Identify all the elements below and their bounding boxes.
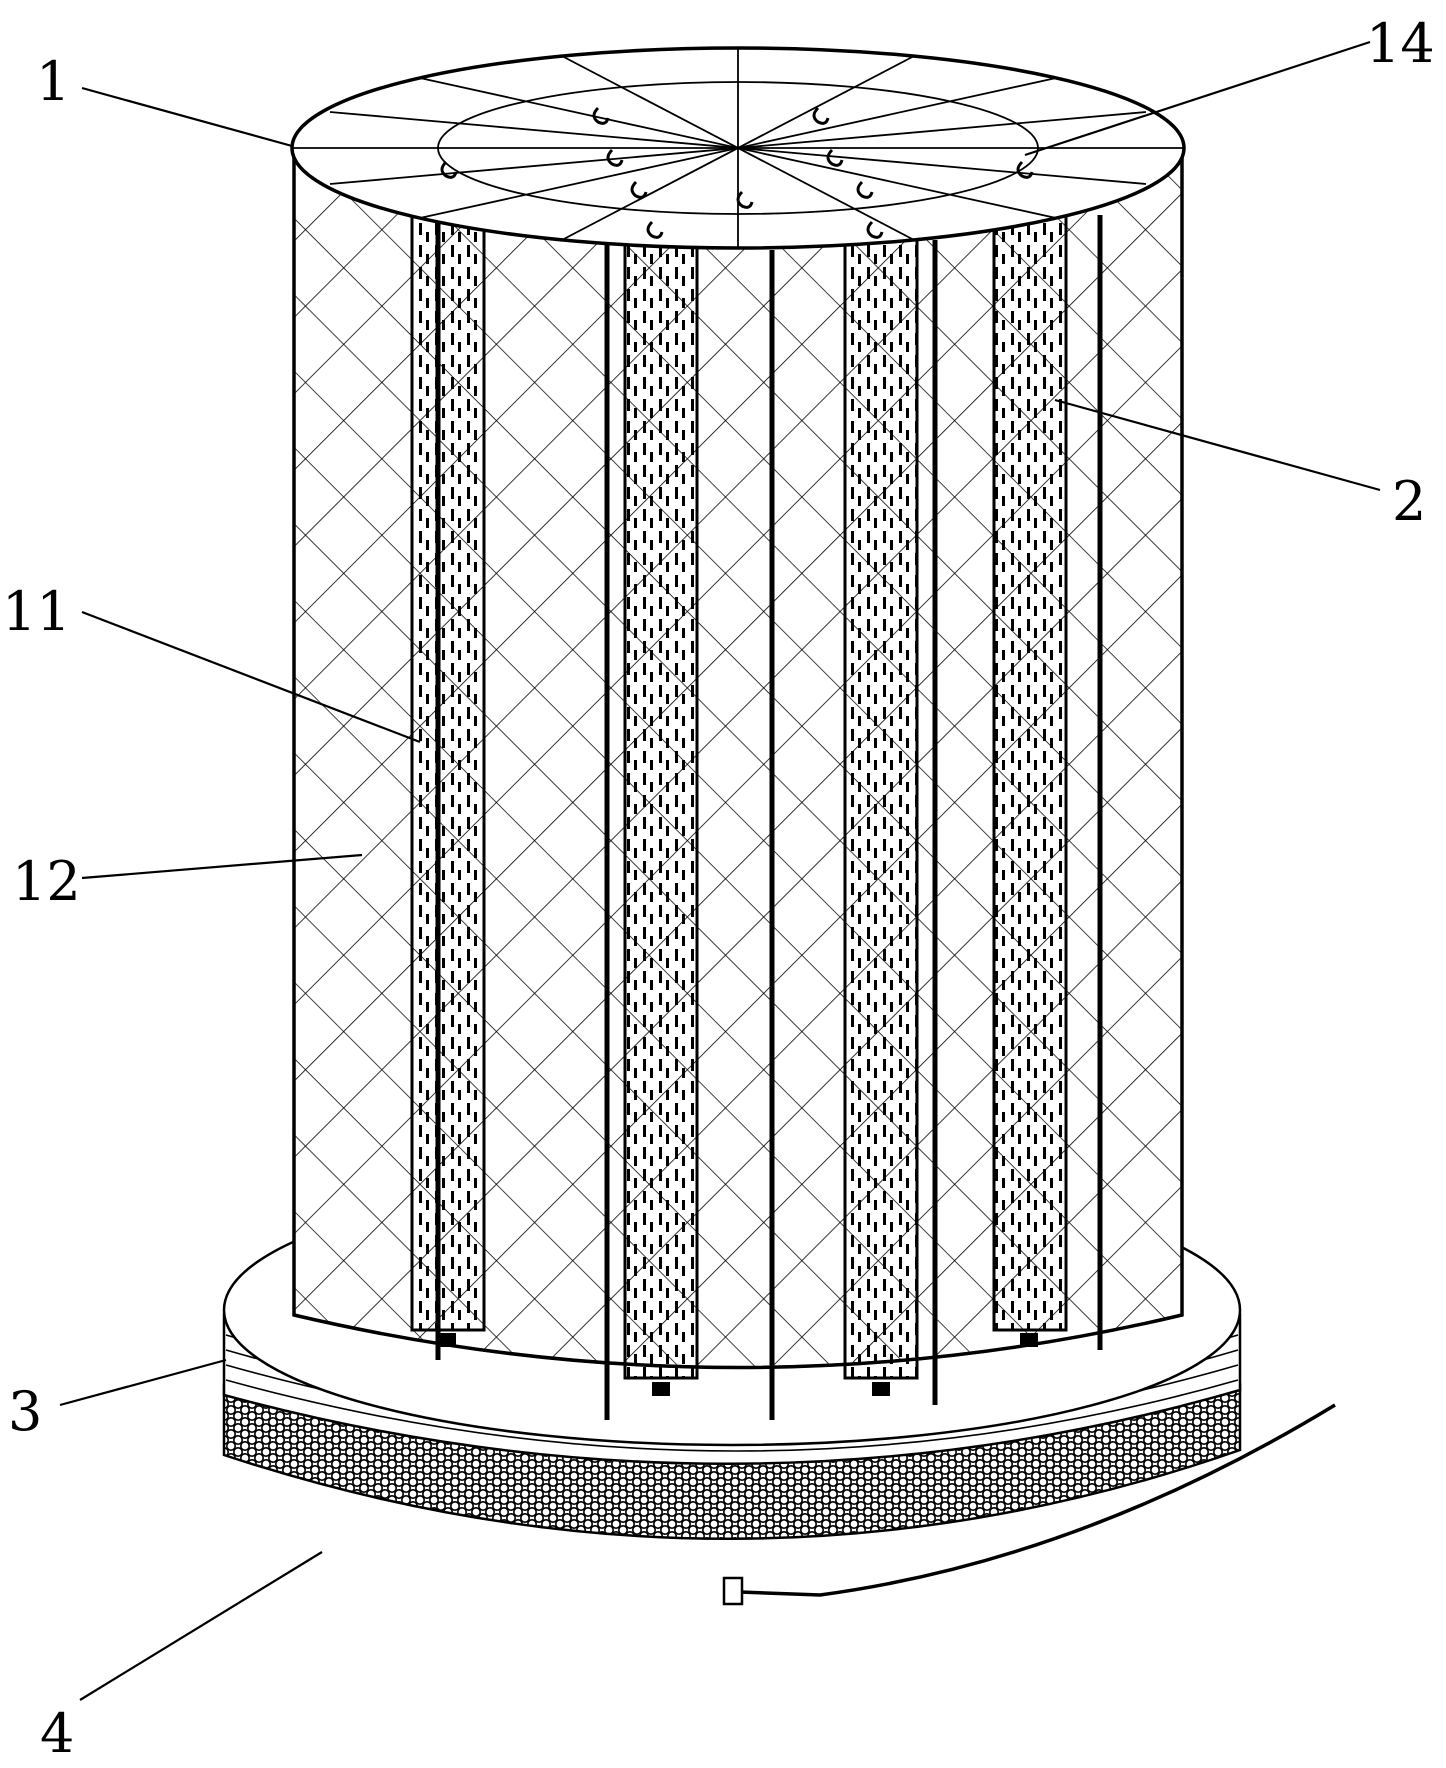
outlet-pipe bbox=[739, 1403, 1336, 1597]
perforated-tube bbox=[623, 217, 699, 1396]
label-3: 3 bbox=[8, 1380, 42, 1443]
leader-lines bbox=[59, 40, 1381, 1701]
perforated-tube bbox=[410, 159, 486, 1347]
reference-labels: 1 14 2 11 12 3 4 bbox=[2, 12, 1435, 1765]
label-11: 11 bbox=[2, 580, 71, 643]
top-lid bbox=[290, 46, 1186, 250]
lid-hooks bbox=[440, 106, 1034, 239]
lid-spokes bbox=[292, 48, 1184, 248]
mesh-cylinder bbox=[292, 147, 1184, 1420]
cylinder-bottom-edge bbox=[293, 1313, 1183, 1369]
perforated-tube bbox=[843, 217, 919, 1396]
label-2: 2 bbox=[1392, 470, 1426, 533]
label-14: 14 bbox=[1366, 12, 1435, 75]
label-1: 1 bbox=[36, 50, 70, 113]
perforated-tubes bbox=[410, 159, 1068, 1396]
perforated-tube bbox=[992, 159, 1068, 1347]
label-12: 12 bbox=[12, 850, 81, 913]
label-4: 4 bbox=[40, 1702, 74, 1765]
outlet-connector bbox=[722, 1576, 744, 1606]
